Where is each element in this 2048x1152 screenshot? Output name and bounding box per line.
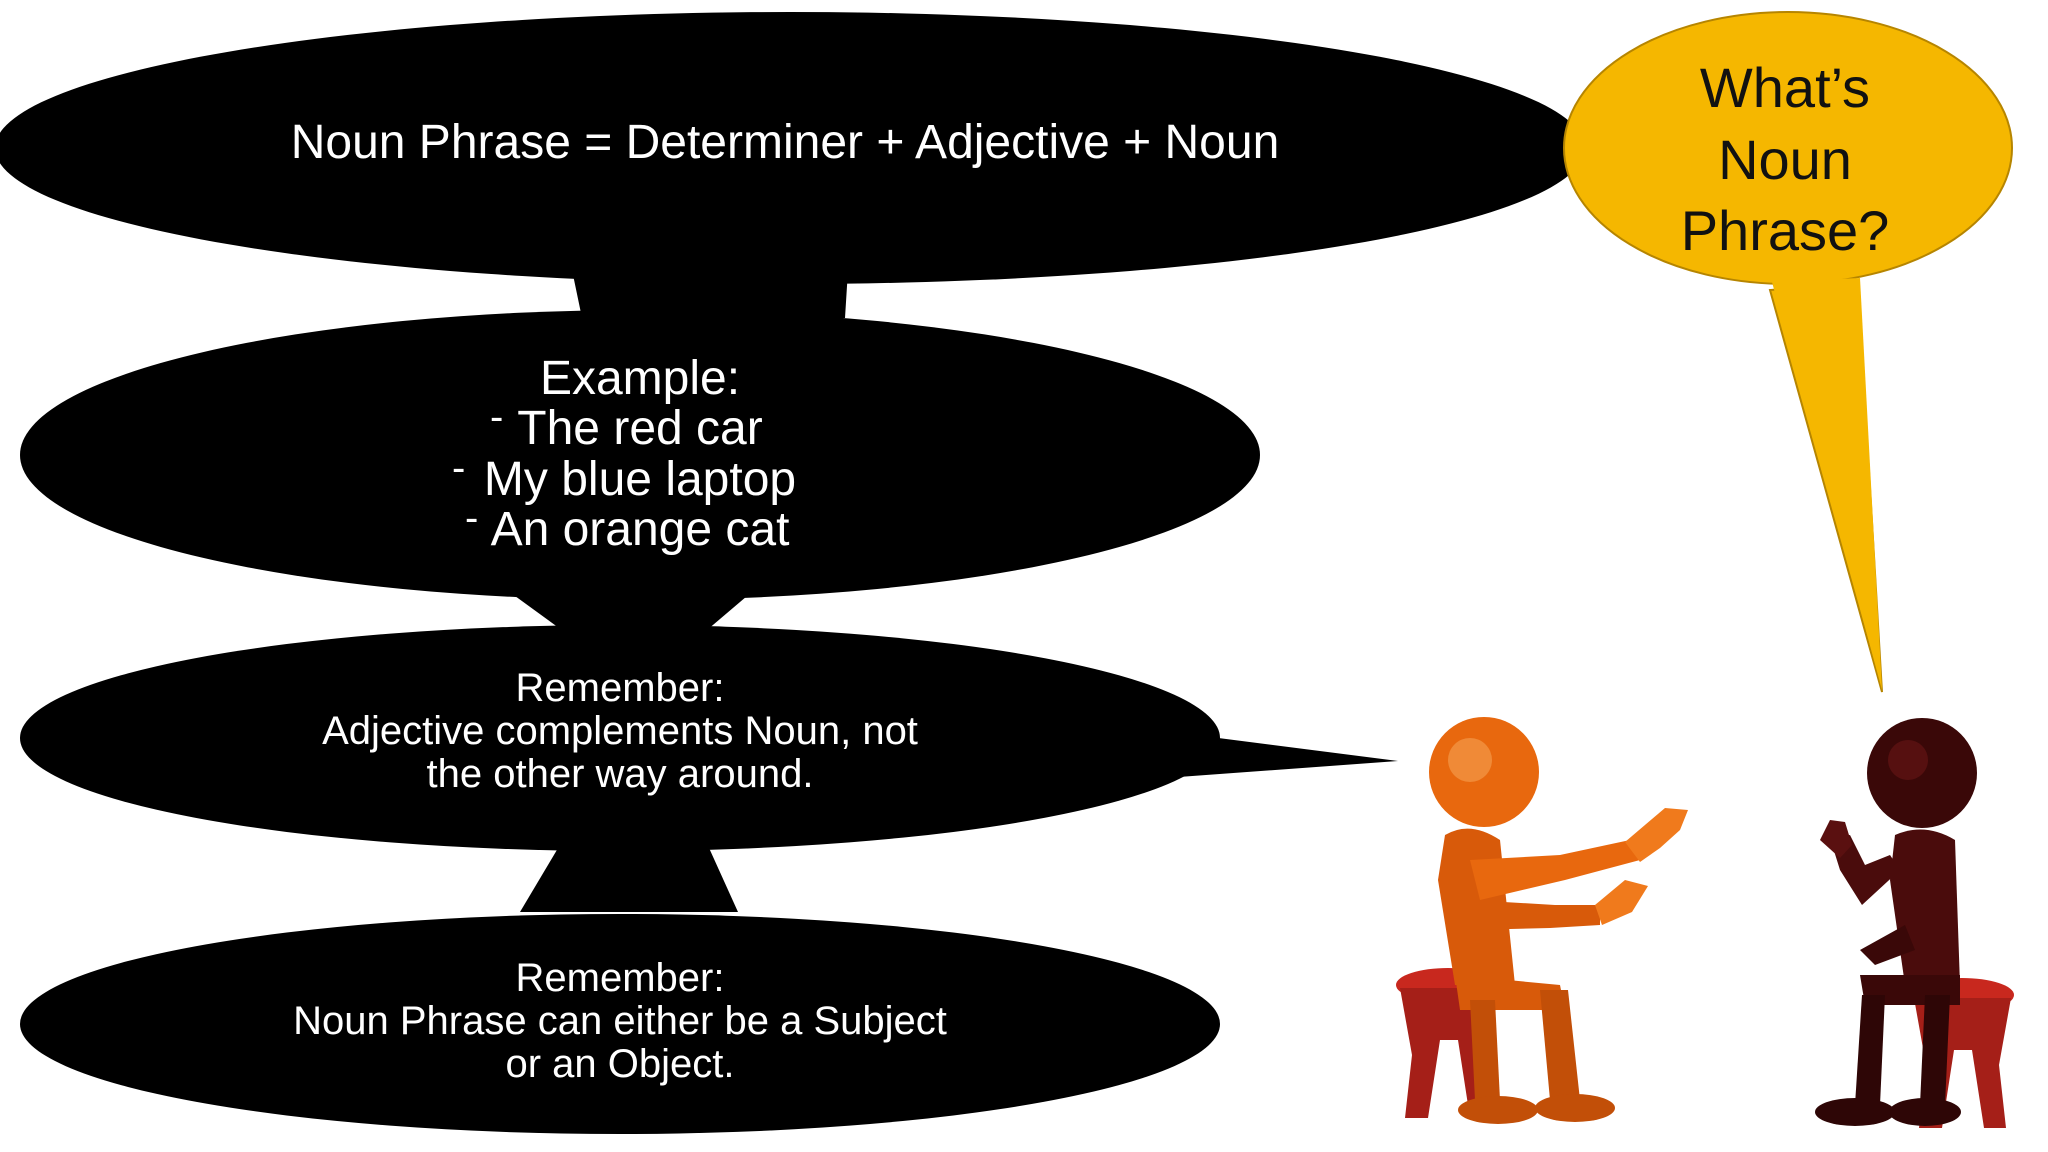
example-bubble xyxy=(20,310,1260,636)
remember-heading: Remember: xyxy=(515,666,725,710)
dark-figure xyxy=(1815,718,1977,1126)
example-heading: Example: xyxy=(539,352,741,405)
question-line: What’s xyxy=(1699,56,1871,119)
bullet-dash-icon: - xyxy=(490,395,504,440)
example-text-block: Example: - The red car - My blue laptop … xyxy=(340,352,940,557)
remember-role-bubble xyxy=(20,914,1220,1134)
example-item-text: An orange cat xyxy=(490,503,790,557)
example-item-text: My blue laptop xyxy=(483,452,797,506)
remember-adjective-bubble xyxy=(20,625,1398,912)
remember-body: Noun Phrase can either be a Subject or a… xyxy=(293,999,947,1087)
remember-role-text: Remember: Noun Phrase can either be a Su… xyxy=(140,956,1100,1087)
question-bubble xyxy=(1563,11,2013,693)
two-people-talking-icon xyxy=(1396,717,2014,1128)
question-line: Noun xyxy=(1718,127,1852,191)
orange-figure xyxy=(1429,717,1688,1124)
formula-text: Noun Phrase = Determiner + Adjective + N… xyxy=(290,116,1280,169)
example-list-item: - My blue laptop xyxy=(340,447,940,506)
bullet-dash-icon: - xyxy=(465,496,479,541)
remember-heading: Remember: xyxy=(515,956,725,1000)
remember-body: Adjective complements Noun, not the othe… xyxy=(322,709,918,797)
example-item-text: The red car xyxy=(517,402,763,456)
example-list: - The red car - My blue laptop - An oran… xyxy=(340,396,940,557)
example-list-item: - The red car xyxy=(340,396,940,456)
remember-adjective-text: Remember: Adjective complements Noun, no… xyxy=(140,666,1100,797)
bullet-dash-icon: - xyxy=(452,445,466,490)
question-text: What’s Noun Phrase? xyxy=(1640,52,1930,267)
example-list-item: - An orange cat xyxy=(340,497,940,557)
formula-bubble xyxy=(0,12,1585,318)
question-line: Phrase? xyxy=(1680,199,1890,263)
